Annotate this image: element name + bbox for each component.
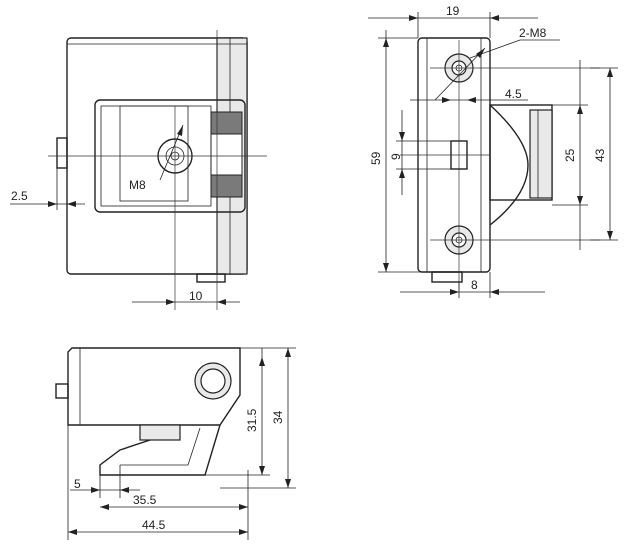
bottom-dim-44-5: 44.5 xyxy=(142,518,166,532)
front-bottom-screw xyxy=(196,273,226,283)
bottom-dim-34: 34 xyxy=(271,410,285,424)
side-dim-8: 8 xyxy=(471,278,478,292)
side-dim-9: 9 xyxy=(389,153,403,160)
bottom-left-pin xyxy=(55,383,69,399)
front-dim-10: 10 xyxy=(189,289,203,303)
front-m8-label: M8 xyxy=(129,178,146,192)
side-bottom-screw xyxy=(431,271,463,283)
bottom-screw-stub xyxy=(139,424,181,441)
side-dim-25: 25 xyxy=(563,148,577,162)
bottom-arm xyxy=(99,424,221,476)
bottom-dim-31-5: 31.5 xyxy=(245,408,259,432)
side-dim-19: 19 xyxy=(446,4,460,18)
front-slot-upper xyxy=(210,111,243,135)
front-view: M8 2.5 10 xyxy=(10,30,267,310)
side-dim-59: 59 xyxy=(369,151,383,165)
front-dim-2-5: 2.5 xyxy=(11,189,28,203)
side-dim-4-5: 4.5 xyxy=(505,87,522,101)
bottom-dim-5: 5 xyxy=(74,477,81,491)
front-latch-plate xyxy=(119,105,189,202)
side-latch-curve xyxy=(489,104,529,226)
side-dim-43: 43 xyxy=(593,148,607,162)
front-slot-lower xyxy=(210,174,243,198)
bottom-view: 31.5 34 5 35.5 44.5 xyxy=(55,347,296,540)
bottom-dim-35-5: 35.5 xyxy=(133,493,157,507)
side-2m8-label: 2-M8 xyxy=(519,26,547,40)
side-view: 19 2-M8 4.5 59 9 25 xyxy=(368,4,618,298)
front-left-pin xyxy=(56,137,68,169)
